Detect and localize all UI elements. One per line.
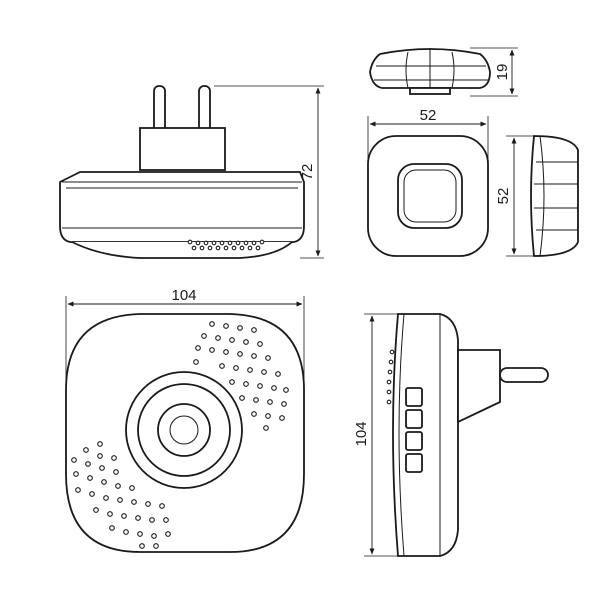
plug-pins: [153, 85, 211, 135]
plug-pin-side: [499, 367, 549, 383]
speaker-holes-side-large: [386, 349, 395, 405]
top-view-plug-edge: [409, 87, 451, 95]
plug-base: [139, 127, 226, 171]
speaker-holes-side: [187, 239, 265, 251]
dimension-104-horizontal: 104: [65, 287, 305, 390]
dimension-label-52-top: 52: [420, 107, 437, 124]
speaker-holes-front: [71, 321, 289, 549]
side-buttons: [405, 387, 423, 473]
large-side-view: 104: [353, 313, 549, 557]
center-button: [125, 371, 243, 489]
dimension-72: 72: [214, 85, 324, 259]
plug-side-view: 72: [59, 85, 324, 259]
dimension-52-vertical: 52: [495, 135, 536, 257]
dimension-label-72: 72: [299, 164, 316, 181]
dimension-label-104-side: 104: [353, 421, 370, 446]
device-body-side: [59, 171, 305, 259]
dimension-label-104-top: 104: [171, 287, 196, 304]
dimension-label-19: 19: [494, 64, 511, 81]
large-front-view: 104: [65, 287, 305, 553]
dimension-104-vertical: 104: [353, 313, 404, 557]
dimension-label-52-side: 52: [495, 188, 512, 205]
dimension-19: 19: [470, 47, 518, 97]
small-front-view: 52: [367, 107, 489, 257]
top-view: 19: [369, 47, 518, 97]
plug-body-side: [457, 349, 549, 424]
small-side-view: 52: [495, 135, 579, 257]
dimension-52-horizontal: 52: [367, 107, 489, 176]
